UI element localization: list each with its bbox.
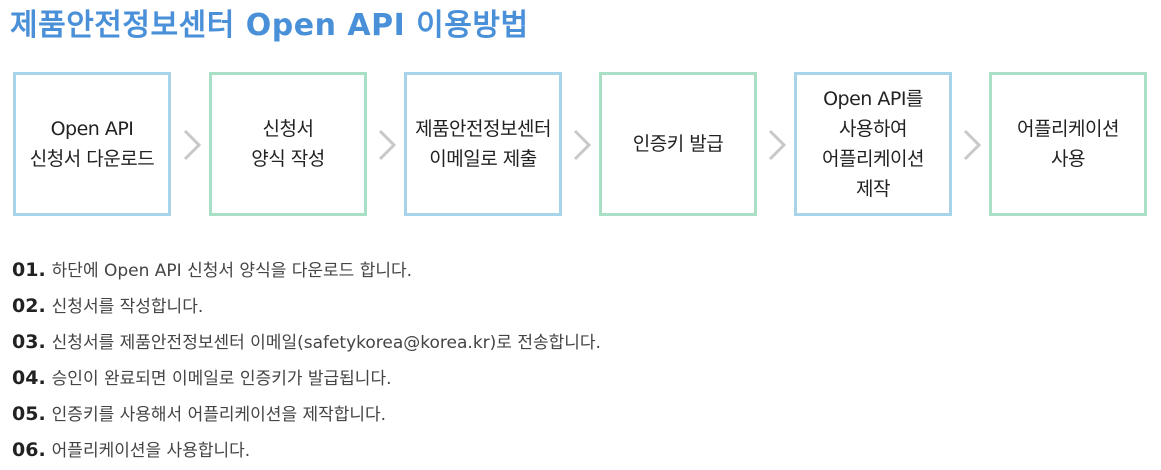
step-label: 제품안전정보센터 이메일로 제출 — [415, 118, 551, 170]
step-number: 03. — [12, 331, 46, 353]
step-number: 04. — [12, 367, 46, 389]
step-label: 신청서 양식 작성 — [251, 118, 325, 170]
list-item: 06.어플리케이션을 사용합니다. — [12, 432, 601, 468]
list-item: 04.승인이 완료되면 이메일로 인증키가 발급됩니다. — [12, 360, 601, 396]
chevron-right-icon — [766, 127, 788, 163]
list-item: 02.신청서를 작성합니다. — [12, 288, 601, 324]
list-item: 05.인증키를 사용해서 어플리케이션을 제작합니다. — [12, 396, 601, 432]
step-label: Open API를 사용하여 어플리케이션 제작 — [822, 88, 924, 200]
step-text: 신청서를 제품안전정보센터 이메일(safetykorea@korea.kr)로… — [51, 333, 601, 353]
step-text: 승인이 완료되면 이메일로 인증키가 발급됩니다. — [51, 369, 392, 389]
page-title: 제품안전정보센터 Open API 이용방법 — [10, 8, 529, 43]
step-number: 01. — [12, 259, 46, 281]
step-build-app: Open API를 사용하여 어플리케이션 제작 — [794, 72, 952, 216]
step-text: 하단에 Open API 신청서 양식을 다운로드 합니다. — [51, 261, 413, 281]
step-submit-email: 제품안전정보센터 이메일로 제출 — [404, 72, 562, 216]
chevron-right-icon — [961, 127, 983, 163]
step-number: 06. — [12, 439, 46, 461]
step-number: 02. — [12, 295, 46, 317]
step-download: Open API 신청서 다운로드 — [13, 72, 171, 216]
step-text: 신청서를 작성합니다. — [51, 297, 204, 317]
step-label: Open API 신청서 다운로드 — [29, 118, 155, 170]
step-text: 어플리케이션을 사용합니다. — [51, 441, 251, 461]
step-label: 인증키 발급 — [632, 133, 724, 155]
chevron-right-icon — [376, 127, 398, 163]
step-label: 어플리케이션 사용 — [1017, 118, 1119, 170]
step-issue-key: 인증키 발급 — [599, 72, 757, 216]
step-fill-form: 신청서 양식 작성 — [209, 72, 367, 216]
list-item: 03.신청서를 제품안전정보센터 이메일(safetykorea@korea.k… — [12, 324, 601, 360]
step-text: 인증키를 사용해서 어플리케이션을 제작합니다. — [51, 405, 387, 425]
chevron-right-icon — [571, 127, 593, 163]
instruction-list: 01.하단에 Open API 신청서 양식을 다운로드 합니다. 02.신청서… — [12, 252, 601, 468]
chevron-right-icon — [181, 127, 203, 163]
step-number: 05. — [12, 403, 46, 425]
process-steps: Open API 신청서 다운로드 신청서 양식 작성 제품안전정보센터 이메일… — [13, 72, 1153, 220]
list-item: 01.하단에 Open API 신청서 양식을 다운로드 합니다. — [12, 252, 601, 288]
step-use-app: 어플리케이션 사용 — [989, 72, 1147, 216]
